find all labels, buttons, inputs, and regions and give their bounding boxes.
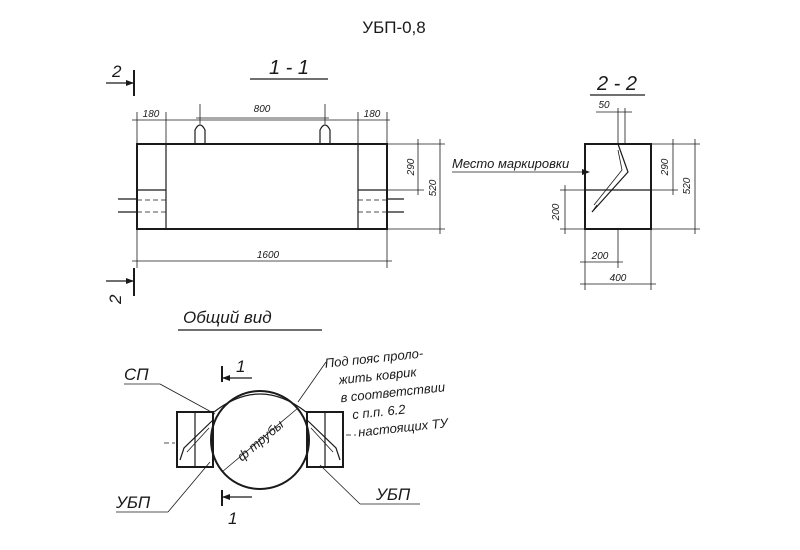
cut-arrowhead-bottom: [126, 278, 134, 284]
sp-leader: [159, 383, 216, 415]
pipe-label: ф трубы: [234, 416, 287, 464]
dim-total-length: 1600: [257, 250, 280, 261]
cut-label-top: 2: [111, 62, 122, 81]
dim-right-width: 180: [364, 109, 381, 120]
section-1-1-label: 1 - 1: [269, 57, 309, 79]
note-leader: [297, 361, 327, 403]
cut1-label-top: 1: [236, 357, 245, 376]
dim-total-height: 520: [428, 179, 439, 196]
block-body-1-1: [136, 143, 388, 230]
ubp-left-leader: [167, 461, 211, 513]
section-2-2-label: 2 - 2: [596, 73, 637, 95]
lifting-loop-right: [319, 124, 331, 144]
dim-left-width: 180: [143, 109, 160, 120]
block-body-2-2: [584, 143, 652, 230]
block-2-2-notch-tick: [591, 204, 598, 213]
pipe-diameter-line: [221, 407, 299, 473]
block-2-2-notch: [591, 143, 629, 213]
cut-label-bottom: 2: [106, 294, 125, 305]
ubp-right-leader: [319, 464, 361, 505]
cut1-label-bottom: 1: [228, 509, 237, 528]
pipe-circle: [210, 390, 310, 490]
general-view: Общий вид ф трубы 1 1 СП: [115, 308, 450, 528]
label-sp: СП: [124, 365, 149, 384]
general-view-label: Общий вид: [183, 308, 272, 327]
cut1-arrowhead-top: [222, 375, 230, 381]
dim-2-2-lower-left-height: 200: [551, 203, 562, 221]
right-block-notch: [306, 419, 341, 461]
left-block-notch: [179, 419, 214, 461]
section-1-1: 1 - 1 2 2: [106, 57, 445, 305]
marking-note: Место маркировки: [452, 156, 569, 171]
label-ubp-right: УБП: [375, 485, 411, 504]
note-line-4: с п.п. 6.2: [352, 402, 407, 423]
block-2-2-notch-inner: [593, 149, 623, 206]
marking-arrowhead: [582, 169, 590, 175]
dim-2-2-upper-height: 290: [660, 158, 671, 176]
dim-2-2-bottom-half: 200: [591, 251, 609, 262]
label-ubp-left: УБП: [115, 493, 151, 512]
left-block-notch-inner: [186, 427, 210, 453]
dim-upper-height: 290: [406, 158, 417, 176]
dim-2-2-total-height: 520: [682, 177, 693, 194]
section-2-2: 2 - 2 50 290 520 200 200 400 Ме: [452, 73, 700, 290]
dim-top-offset: 50: [598, 100, 610, 111]
right-block-notch-inner: [310, 427, 334, 453]
cut-arrowhead-top: [126, 80, 134, 86]
drawing-title: УБП-0,8: [362, 18, 425, 37]
belt-band: [213, 393, 307, 413]
dim-center-span: 800: [254, 104, 271, 115]
dim-2-2-total-width: 400: [610, 273, 627, 284]
cut1-arrowhead-bottom: [222, 494, 230, 500]
lifting-loop-left: [194, 124, 206, 144]
